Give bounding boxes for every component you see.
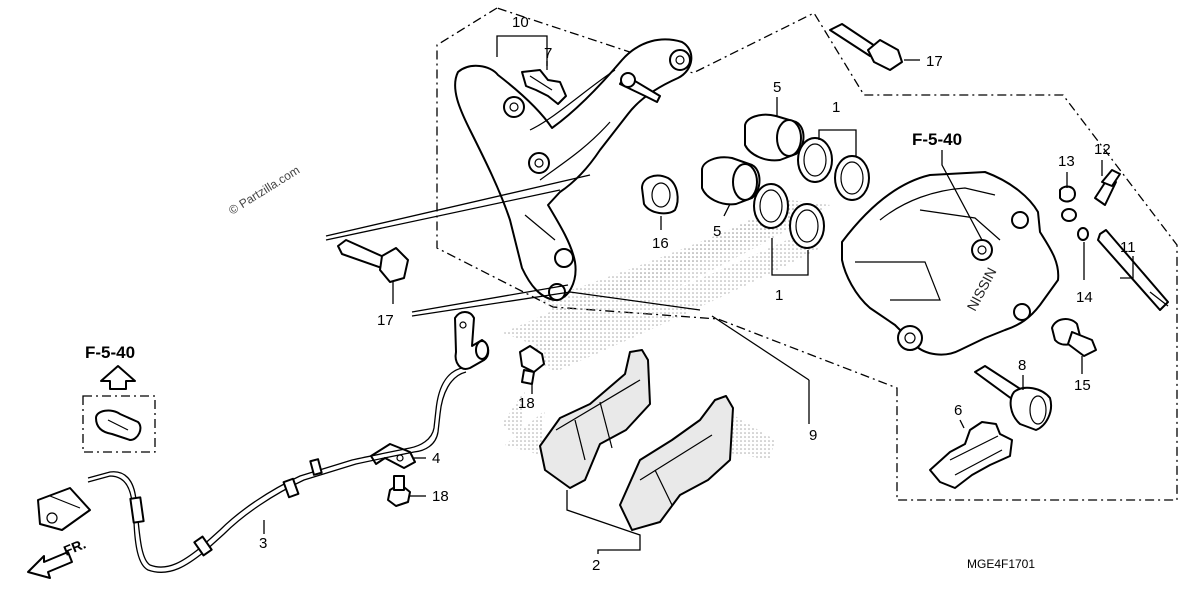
arrow-up-icon [100, 365, 136, 390]
callout-6: 6 [954, 402, 962, 419]
pad-spring [521, 69, 567, 105]
callout-11: 11 [1120, 239, 1136, 256]
wheel-speed-sensor [454, 311, 490, 370]
caliper-body: NISSIN [841, 171, 1060, 356]
wing-logo-watermark [502, 200, 830, 460]
front-label: FR. [61, 535, 88, 558]
clamp-bolt [387, 475, 411, 507]
callout-18-clamp: 18 [432, 488, 449, 505]
callout-5-bottom: 5 [713, 223, 721, 240]
flange-bolt-top [829, 23, 903, 71]
callout-13: 13 [1058, 153, 1075, 170]
callout-1-bottom: 1 [775, 287, 783, 304]
brake-pad-front [539, 349, 651, 489]
caliper-piston-lower [701, 156, 761, 206]
pin-washer [1077, 227, 1089, 241]
callout-9: 9 [809, 427, 817, 444]
callout-numbers: 10 7 17 5 1 16 5 1 17 18 4 18 3 2 9 8 6 … [259, 14, 1136, 574]
callout-2: 2 [592, 557, 600, 574]
piston-seal-set-lower [753, 183, 825, 249]
piston-seal-set-upper [797, 137, 870, 201]
slide-pin [974, 365, 1052, 431]
callout-5-top: 5 [773, 79, 781, 96]
pad-retainer-spring [929, 421, 1013, 489]
callout-17-left: 17 [377, 312, 394, 329]
callout-1-top: 1 [832, 99, 840, 116]
leader-lines [263, 35, 1134, 554]
front-direction-indicator: FR. [27, 535, 88, 579]
callout-12: 12 [1094, 141, 1111, 158]
sensor-cable [87, 367, 467, 573]
callout-17-top: 17 [926, 53, 943, 70]
watermark-text: © Partzilla.com [226, 163, 302, 218]
bleeder-cap [1059, 185, 1077, 222]
callout-14: 14 [1076, 289, 1093, 306]
callout-18-sensor: 18 [518, 395, 535, 412]
brake-pad-rear [619, 395, 734, 531]
reference-label-inset: F-5-40 [85, 343, 135, 362]
caliper-piston-upper [744, 113, 805, 162]
callout-3: 3 [259, 535, 267, 552]
sensor-bolt [519, 345, 545, 385]
bleeder-valve [1094, 169, 1121, 206]
callout-16: 16 [652, 235, 669, 252]
callout-7: 7 [544, 45, 552, 62]
callout-10: 10 [512, 14, 529, 31]
callout-4: 4 [432, 450, 440, 467]
rubber-boot [641, 174, 679, 215]
caliper-bracket [454, 38, 693, 301]
diagram-code: MGE4F1701 [967, 557, 1035, 571]
sensor-connector [37, 487, 91, 531]
callout-15: 15 [1074, 377, 1091, 394]
caliper-pin-bolt [1051, 318, 1097, 357]
flange-bolt-left [337, 239, 409, 283]
reference-inset [82, 365, 156, 453]
assembly-boundary [436, 7, 1178, 501]
callout-8: 8 [1018, 357, 1026, 374]
reference-label-caliper: F-5-40 [912, 130, 962, 149]
